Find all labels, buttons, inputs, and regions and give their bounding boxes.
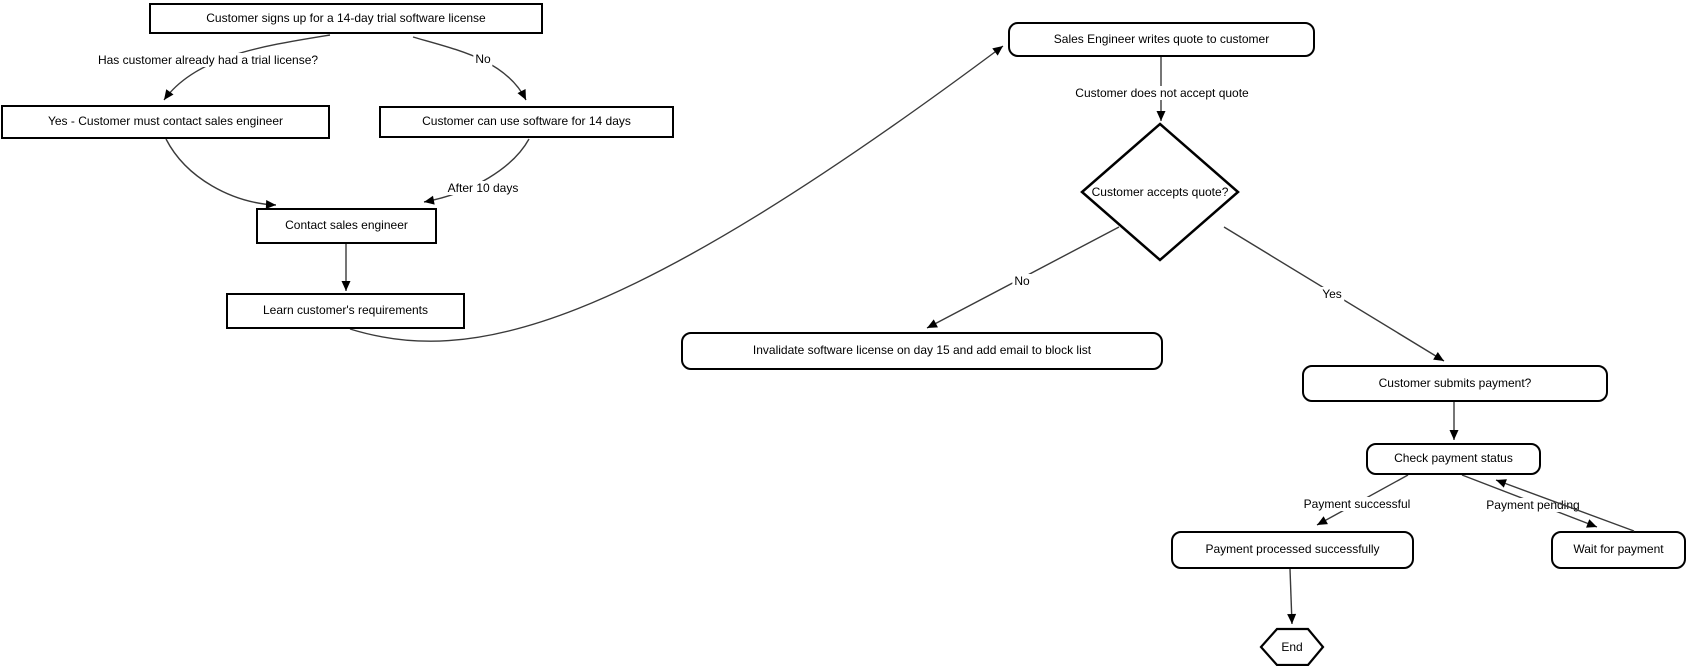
edge-signup-to-use-software	[412, 36, 527, 101]
edge-label-no-quote: No	[1012, 274, 1032, 288]
node-must-contact: Yes - Customer must contact sales engine…	[1, 105, 330, 139]
node-accepts-quote-label: Customer accepts quote?	[1091, 185, 1229, 199]
node-check-status: Check payment status	[1366, 443, 1541, 475]
node-wait-payment: Wait for payment	[1551, 531, 1686, 569]
edge-signup-to-must-contact	[163, 34, 331, 101]
edge-label-has-trial-license: Has customer already had a trial license…	[95, 53, 321, 67]
node-write-quote-label: Sales Engineer writes quote to customer	[1053, 31, 1270, 46]
node-invalidate: Invalidate software license on day 15 an…	[681, 332, 1163, 370]
edge-must-contact-to-contact-engineer	[165, 138, 277, 210]
edge-label-after-10-days: After 10 days	[445, 181, 521, 195]
node-end-label: End	[1281, 640, 1303, 654]
node-processed: Payment processed successfully	[1171, 531, 1414, 569]
node-signup: Customer signs up for a 14-day trial sof…	[149, 3, 543, 34]
node-submits-payment-label: Customer submits payment?	[1378, 375, 1532, 390]
node-contact-engineer: Contact sales engineer	[256, 208, 437, 244]
node-use-software-label: Customer can use software for 14 days	[422, 114, 631, 129]
node-contact-engineer-label: Contact sales engineer	[285, 218, 408, 233]
node-use-software: Customer can use software for 14 days	[379, 106, 674, 138]
end-hexagon-shape	[1259, 627, 1325, 666]
edge-processed-to-end	[1287, 568, 1297, 625]
node-submits-payment: Customer submits payment?	[1302, 365, 1608, 402]
edge-label-no-new-customer: No	[473, 52, 493, 66]
decision-diamond-shape	[1080, 122, 1240, 262]
edge-learn-requirements-to-write-quote	[349, 45, 1004, 342]
node-check-status-label: Check payment status	[1394, 451, 1513, 466]
node-wait-payment-label: Wait for payment	[1573, 542, 1664, 557]
edge-label-payment-pending: Payment pending	[1484, 498, 1582, 512]
edge-use-software-to-contact-engineer	[423, 138, 530, 205]
node-write-quote: Sales Engineer writes quote to customer	[1008, 22, 1315, 57]
node-processed-label: Payment processed successfully	[1205, 542, 1380, 557]
node-invalidate-label: Invalidate software license on day 15 an…	[752, 343, 1092, 358]
node-learn-requirements-label: Learn customer's requirements	[262, 303, 429, 318]
edge-label-payment-successful: Payment successful	[1301, 497, 1413, 511]
edge-label-does-not-accept-quote: Customer does not accept quote	[1073, 86, 1251, 100]
node-signup-label: Customer signs up for a 14-day trial sof…	[206, 10, 486, 25]
edge-label-yes-quote: Yes	[1320, 287, 1344, 301]
node-must-contact-label: Yes - Customer must contact sales engine…	[47, 114, 283, 129]
node-learn-requirements: Learn customer's requirements	[226, 293, 465, 329]
